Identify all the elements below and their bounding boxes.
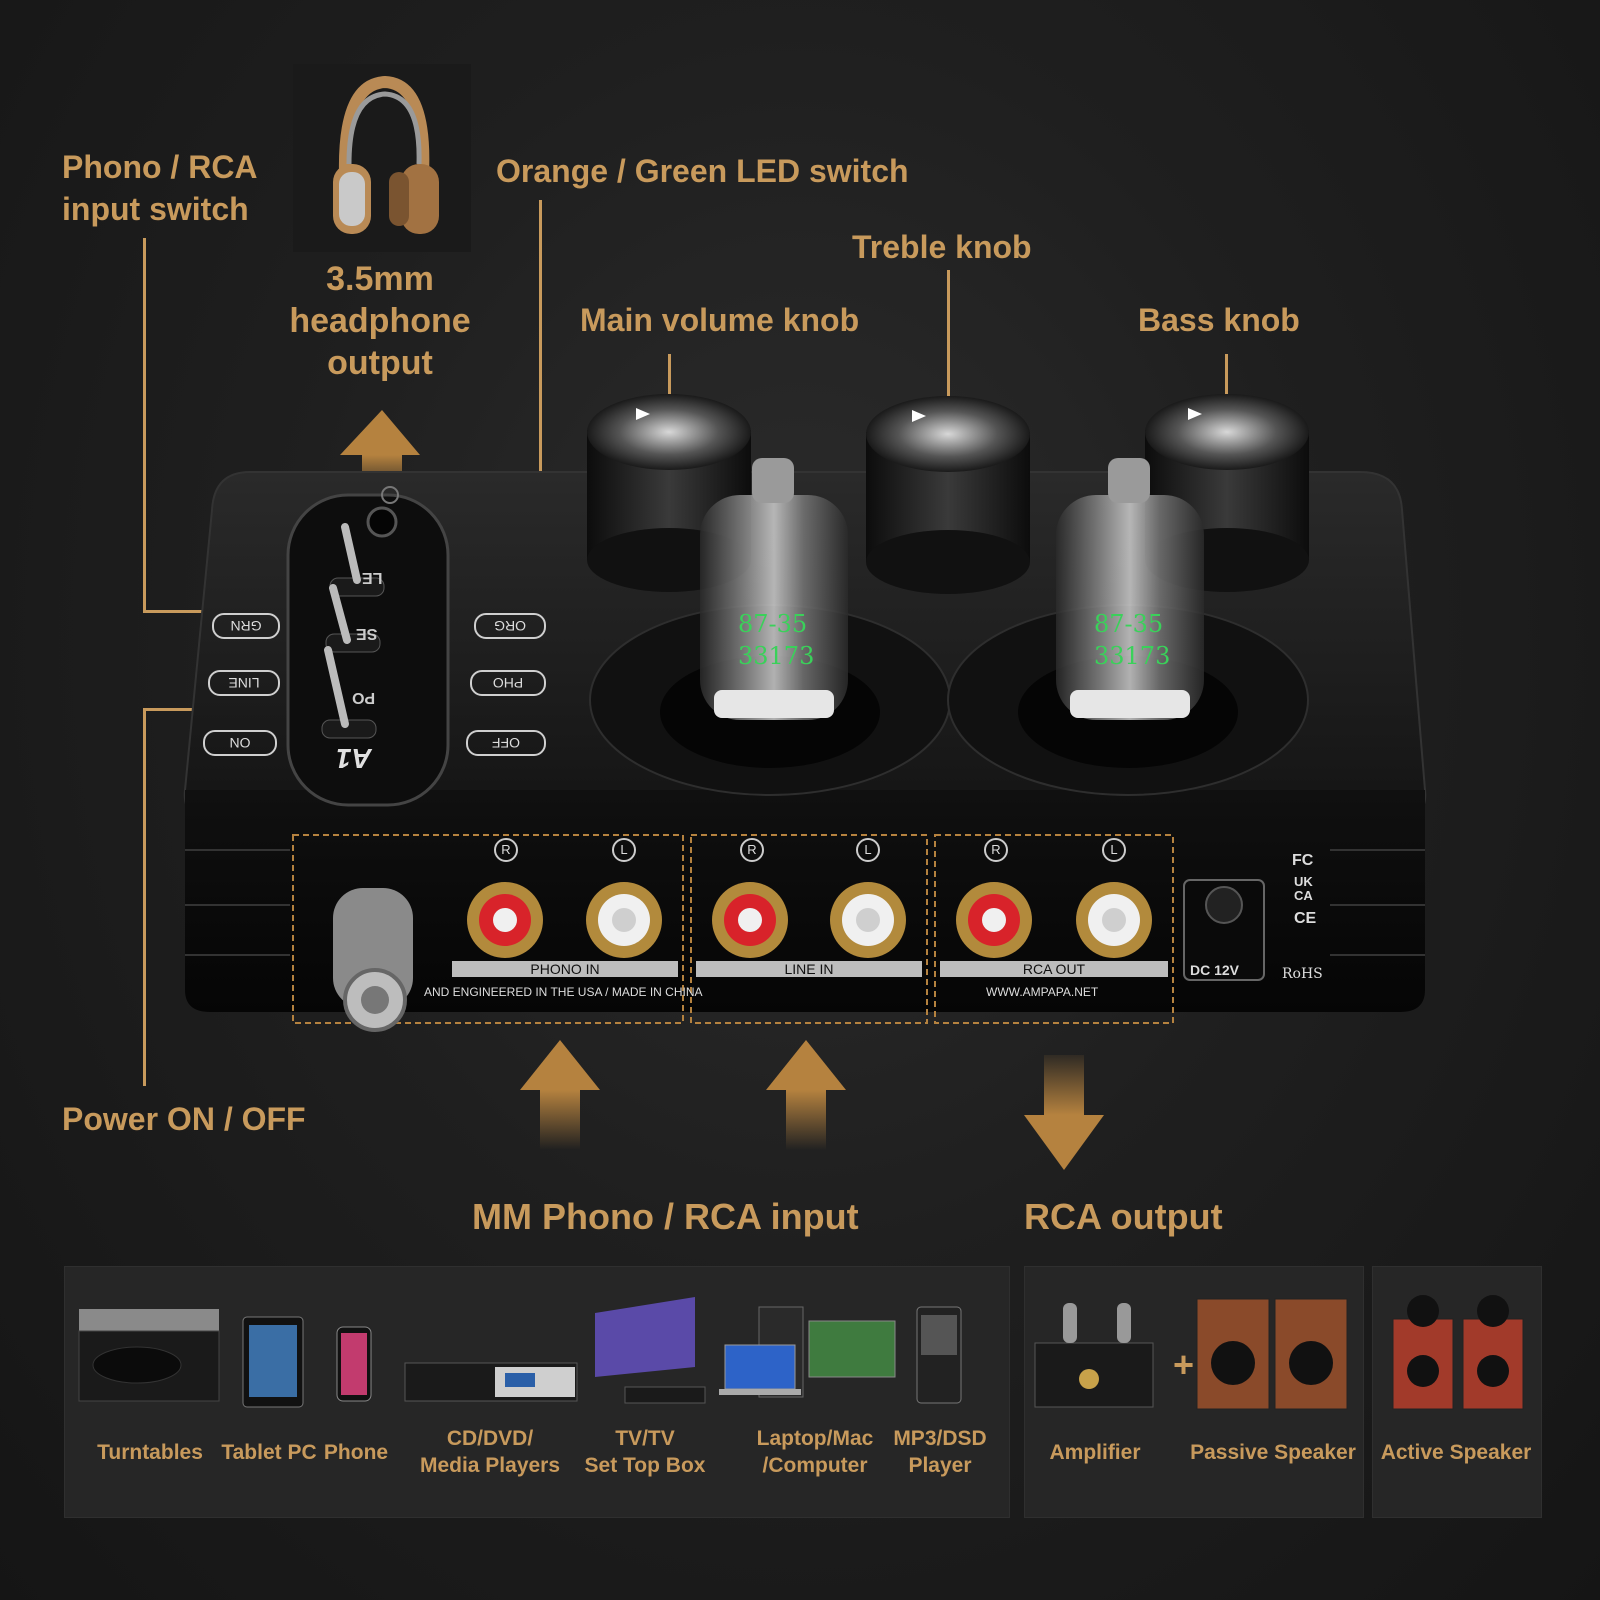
source-label-turntables: Turntables [97, 1441, 203, 1464]
computer-icon [719, 1306, 896, 1398]
turntable-icon [78, 1309, 220, 1402]
vacuum-tube-right [1056, 458, 1204, 720]
plus-icon: + [1173, 1344, 1194, 1385]
power-leader-v [143, 710, 146, 1086]
headphone-jack[interactable] [366, 506, 398, 538]
rca-output-arrow-icon [1024, 1055, 1104, 1170]
source-label-tablet: Tablet PC [221, 1441, 317, 1464]
power-toggle-switch[interactable] [321, 646, 377, 739]
phono-switch-leader-v [143, 238, 146, 612]
source-label-cd: CD/DVD/Media Players [419, 1427, 561, 1477]
headphone-output-label: 3.5mm headphone output [289, 260, 471, 382]
ground-terminal[interactable] [333, 888, 413, 1032]
line-rca-jacks[interactable] [712, 882, 906, 958]
led-toggle-switch[interactable] [329, 523, 385, 597]
output-label-passive-speaker: Passive Speaker [1190, 1441, 1356, 1464]
output-amp-panel: + Amplifier Passive Speaker [1024, 1266, 1364, 1518]
led-switch-label: Orange / Green LED switch [496, 153, 909, 189]
output-active-panel: Active Speaker [1372, 1266, 1542, 1518]
output-label-active-speaker: Active Speaker [1380, 1441, 1532, 1464]
cd-player-icon [404, 1362, 578, 1402]
input-toggle-switch[interactable] [325, 584, 381, 653]
volume-knob-label: Main volume knob [580, 302, 860, 338]
source-label-phone: Phone [323, 1441, 389, 1464]
phone-icon [336, 1326, 372, 1402]
input-sources-panel: Turntables Tablet PC Phone CD/DVD/Media … [64, 1266, 1010, 1518]
led-switch-leader-v [539, 200, 542, 562]
amplifier-icon [1034, 1303, 1154, 1408]
rca-output-label: RCA output [1024, 1196, 1223, 1237]
power-switch-label: Power ON / OFF [62, 1101, 306, 1137]
phono-rca-jacks[interactable] [467, 882, 662, 958]
headphone-jack-icon [381, 486, 399, 504]
source-label-computer: Laptop/Mac/Computer [756, 1427, 874, 1477]
headphones-icon [333, 75, 439, 234]
treble-knob[interactable] [866, 396, 1030, 594]
tablet-icon [242, 1316, 304, 1408]
line-input-arrow-icon [766, 1040, 846, 1150]
vacuum-tube-left [700, 458, 848, 720]
volume-leader [668, 354, 671, 406]
mp3-player-icon [916, 1306, 962, 1404]
bass-knob-label: Bass knob [1138, 302, 1300, 338]
output-label-amplifier: Amplifier [1049, 1441, 1141, 1464]
treble-leader [947, 270, 950, 410]
phono-input-arrow-icon [520, 1040, 600, 1150]
bass-leader [1225, 354, 1228, 406]
dc-power-jack[interactable] [1183, 879, 1265, 981]
treble-knob-label: Treble knob [852, 229, 1032, 265]
active-speaker-icon [1392, 1295, 1524, 1410]
tv-icon [595, 1297, 706, 1404]
passive-speaker-icon [1196, 1298, 1348, 1410]
headphone-image [293, 64, 471, 252]
output-rca-jacks[interactable] [956, 882, 1152, 958]
mm-phono-input-label: MM Phono / RCA input [472, 1196, 859, 1237]
phono-rca-switch-label: Phono / RCA input switch [62, 149, 258, 227]
